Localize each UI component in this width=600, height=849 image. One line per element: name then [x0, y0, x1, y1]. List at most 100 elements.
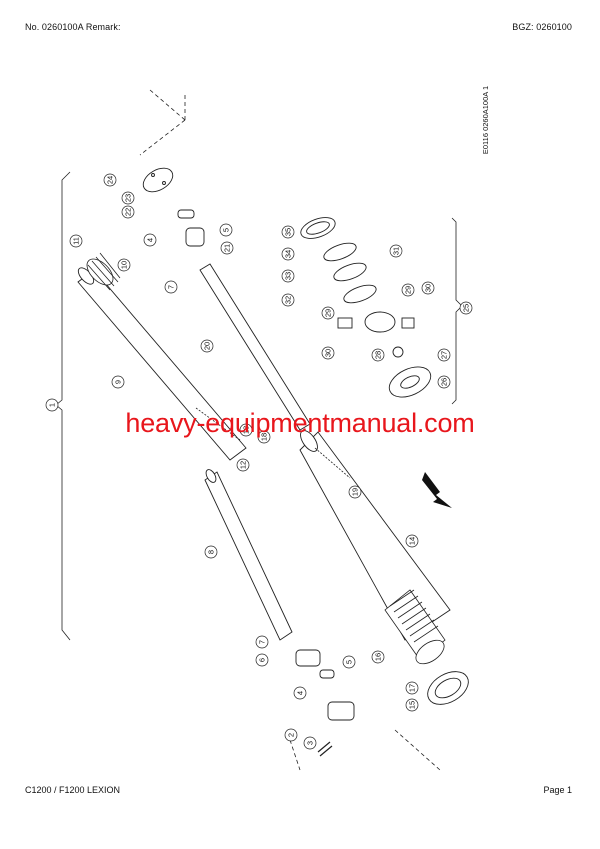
callout-circle-2	[284, 728, 298, 742]
callout-30a: 30	[324, 349, 333, 357]
callout-circle-6	[255, 653, 269, 667]
callout-31: 31	[392, 247, 401, 255]
callout-24: 24	[106, 176, 115, 184]
callout-circle-32	[281, 293, 295, 307]
cross-joint-bottom	[295, 649, 355, 757]
callout-circle-28	[371, 348, 385, 362]
cross-joint-top	[177, 209, 205, 247]
callout-circle-20	[200, 339, 214, 353]
callout-circle-31	[389, 244, 403, 258]
callout-circle-24	[103, 173, 117, 187]
callout-circle-35	[281, 225, 295, 239]
callout-circle-5b	[342, 655, 356, 669]
callout-circle-1	[45, 398, 59, 412]
frame-dash-top	[149, 89, 186, 121]
callout-circle-3	[303, 736, 317, 750]
callout-circle-11	[69, 234, 83, 248]
callout-circle-9	[111, 375, 125, 389]
ring-15	[427, 671, 469, 705]
callout-29a: 29	[324, 309, 333, 317]
chains	[195, 407, 351, 479]
callout-circle-5a	[219, 223, 233, 237]
callout-circle-29b	[401, 283, 415, 297]
callout-34: 34	[284, 250, 293, 258]
callout-12: 12	[239, 461, 248, 469]
callout-circle-14	[405, 534, 419, 548]
shaft-20	[199, 263, 311, 431]
flange-yoke-24	[142, 167, 174, 193]
clutch-28	[337, 311, 415, 358]
callout-15: 15	[408, 701, 417, 709]
callout-17: 17	[408, 684, 417, 692]
callout-33: 33	[284, 272, 293, 280]
callout-7b: 7	[258, 640, 267, 644]
callout-35: 35	[284, 228, 293, 236]
hub-26	[388, 366, 432, 398]
frame-dash-bottom-2	[289, 739, 301, 771]
callout-21: 21	[223, 244, 232, 252]
callout-circle-7b	[255, 635, 269, 649]
callout-circle-27	[437, 348, 451, 362]
callout-25: 25	[462, 304, 471, 312]
callout-circle-7a	[164, 280, 178, 294]
callout-26: 26	[440, 378, 449, 386]
callout-29b: 29	[404, 286, 413, 294]
drawing-reference: E0116 0260A100A 1	[481, 86, 490, 154]
callout-4a: 4	[146, 238, 155, 242]
bellows-16	[384, 589, 446, 665]
callout-22: 22	[124, 208, 133, 216]
watermark: heavy-equipmentmanual.com	[125, 408, 475, 438]
callout-circle-16	[371, 650, 385, 664]
callout-circle-29a	[321, 306, 335, 320]
callout-circle-8	[204, 545, 218, 559]
callout-circle-19	[348, 485, 362, 499]
callout-3: 3	[306, 741, 315, 745]
callout-5b: 5	[345, 660, 354, 664]
callout-circle-17	[405, 681, 419, 695]
direction-arrow	[422, 472, 452, 508]
ring-set-32-35	[300, 217, 377, 304]
callout-32: 32	[284, 296, 293, 304]
callout-28: 28	[374, 351, 383, 359]
callout-19: 19	[351, 488, 360, 496]
callout-20: 20	[203, 342, 212, 350]
callout-5a: 5	[222, 228, 231, 232]
bellows-10	[86, 252, 121, 291]
callout-11: 11	[72, 237, 81, 245]
callout-1: 1	[48, 403, 57, 407]
callout-6: 6	[258, 658, 267, 662]
callout-23: 23	[124, 194, 133, 202]
callout-circle-4b	[293, 686, 307, 700]
callout-circle-30b	[421, 281, 435, 295]
callout-circle-25	[459, 301, 473, 315]
document-header-right: BGZ: 0260100	[512, 22, 572, 32]
tube-8	[204, 469, 293, 641]
callout-circle-22	[121, 205, 135, 219]
callout-14: 14	[408, 537, 417, 545]
tube-14	[299, 430, 451, 641]
callout-7a: 7	[167, 285, 176, 289]
callout-30b: 30	[424, 284, 433, 292]
tube-9	[77, 267, 247, 461]
callout-10: 10	[120, 261, 129, 269]
callout-circle-34	[281, 247, 295, 261]
callout-16: 16	[374, 653, 383, 661]
callout-circle-21	[220, 241, 234, 255]
page-number: Page 1	[543, 785, 572, 795]
document-header-left: No. 0260100A Remark:	[25, 22, 121, 32]
frame-dash-bottom	[394, 729, 441, 771]
callout-8: 8	[207, 550, 216, 554]
callout-circle-12	[236, 458, 250, 472]
callout-circle-23	[121, 191, 135, 205]
callout-18: 18	[260, 433, 269, 441]
callout-13: 13	[242, 426, 251, 434]
callout-circle-13	[239, 423, 253, 437]
callout-circle-15	[405, 698, 419, 712]
callout-2: 2	[287, 733, 296, 737]
callout-circle-30a	[321, 346, 335, 360]
callout-circle-33	[281, 269, 295, 283]
callout-circle-4a	[143, 233, 157, 247]
callout-27: 27	[440, 351, 449, 359]
callout-circle-26	[437, 375, 451, 389]
